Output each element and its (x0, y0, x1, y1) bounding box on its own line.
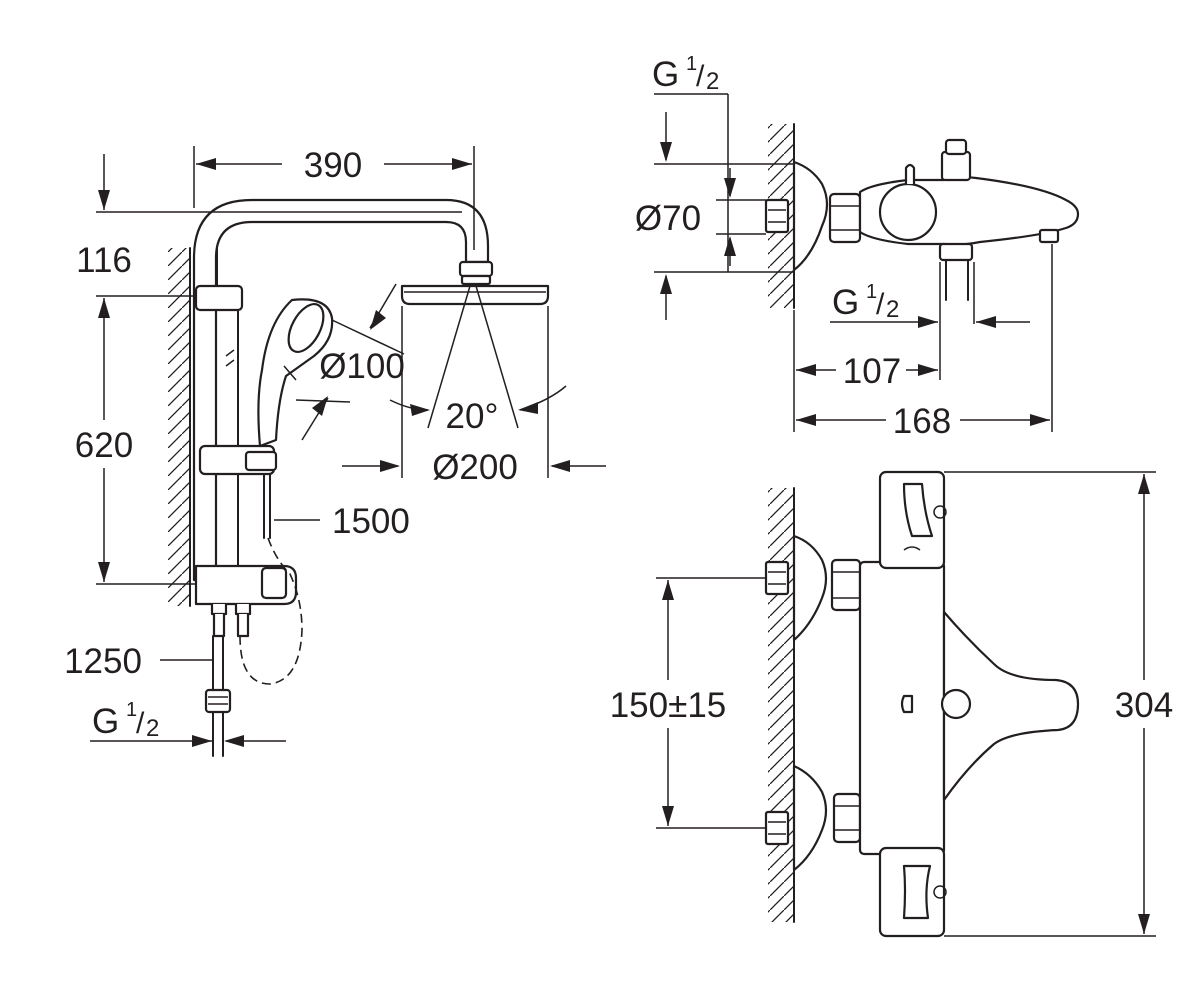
wall-hatching (168, 248, 190, 606)
svg-text:/: / (876, 288, 885, 321)
label-outlet-g-half: G 1 / 2 (832, 281, 899, 323)
dim-shower-hose-length: 1500 (332, 502, 410, 541)
head-shower-connector (458, 260, 494, 278)
head-shower (400, 284, 550, 306)
dim-outlet-offset: 107 (843, 352, 901, 391)
svg-text:G: G (92, 702, 119, 741)
svg-text:G: G (652, 55, 679, 94)
dim-supply-hose-length: 1250 (64, 642, 142, 681)
upper-s-union-flange (792, 534, 828, 642)
thermostat-handle (878, 182, 938, 242)
svg-text:G: G (832, 283, 859, 322)
svg-text:1: 1 (866, 281, 877, 303)
dim-inlet-centres: 150±15 (610, 686, 727, 725)
overhead-arm (192, 198, 490, 582)
wall-hatching (768, 488, 794, 922)
svg-text:2: 2 (706, 68, 719, 95)
dim-height: 304 (1115, 686, 1173, 725)
diverter-knob (940, 688, 972, 720)
lower-s-union-flange (792, 764, 828, 872)
wall-bracket-top (194, 284, 244, 312)
shower-system-view: 390 116 620 Ø100 20° (64, 146, 606, 757)
svg-text:/: / (136, 707, 145, 740)
svg-text:1: 1 (126, 699, 137, 721)
label-connection-g-half: G 1 / 2 (92, 699, 159, 742)
svg-text:/: / (696, 60, 705, 93)
dim-flange-diameter: Ø70 (635, 199, 701, 238)
dim-hand-shower-diameter: Ø100 (319, 347, 405, 386)
mixer-front-view: 150±15 304 (610, 470, 1173, 938)
dim-depth: 168 (893, 402, 951, 441)
svg-text:2: 2 (146, 715, 159, 742)
dim-top-offset: 116 (76, 241, 132, 280)
svg-text:1: 1 (686, 53, 697, 75)
mixer-side-view: G 1 / 2 Ø70 G 1 / 2 107 (635, 53, 1080, 441)
dim-head-shower-diameter: Ø200 (432, 448, 518, 487)
dim-rail-height: 620 (75, 426, 133, 465)
s-union-flange (792, 160, 829, 272)
svg-text:2: 2 (886, 296, 899, 323)
label-inlet-g-half: G 1 / 2 (652, 53, 719, 95)
shower-hose-loop (239, 537, 303, 685)
spout-front (942, 610, 1080, 802)
dim-spray-angle: 20° (446, 397, 499, 436)
dim-width: 390 (304, 146, 362, 185)
